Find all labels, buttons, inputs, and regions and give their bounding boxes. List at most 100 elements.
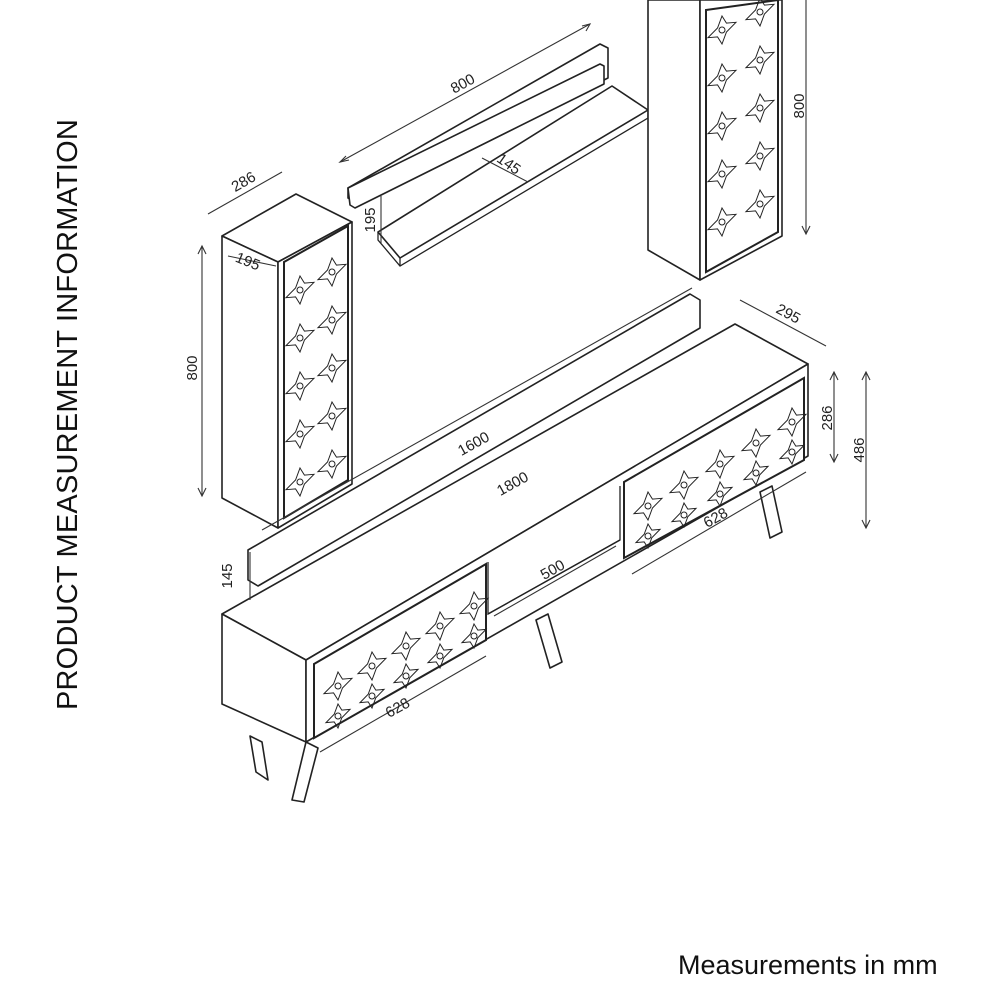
door-star-motif [460,622,488,650]
door-knob-dot [788,448,796,456]
door-star-motif [284,466,316,498]
shelf-dimensions: 800 145 195 [338,23,592,244]
dim-back-panel-height: 145 [219,563,236,588]
door-knob-dot [680,481,688,489]
door-star-motif [706,480,734,508]
door-star-motif [744,44,776,76]
door-knob-dot [644,502,652,510]
door-knob-dot [718,74,726,82]
door-star-motif [424,610,456,642]
door-star-motif [390,630,422,662]
door-knob-dot [718,26,726,34]
door-star-motif [356,650,388,682]
door-knob-dot [368,692,376,700]
dim-tv-unit-total-height: 486 [851,437,868,462]
door-star-motif [316,352,348,384]
door-star-motif [324,702,352,730]
right-wall-cabinet [647,0,783,281]
door-knob-dot [296,334,304,342]
door-star-motif [776,406,808,438]
door-knob-dot [756,56,764,64]
dim-right-cabinet-height: 800 [791,93,808,118]
door-star-motif [632,490,664,522]
door-star-motif [706,206,738,238]
door-knob-dot [756,200,764,208]
door-star-motif [706,62,738,94]
door-knob-dot [470,632,478,640]
door-knob-dot [752,439,760,447]
right-cabinet-pattern [706,0,776,238]
left-cabinet-pattern [284,256,348,498]
door-star-motif [744,140,776,172]
door-star-motif [284,322,316,354]
door-star-motif [778,438,806,466]
tv-door-right-pattern [632,406,808,550]
door-knob-dot [788,418,796,426]
wall-shelf [347,43,649,267]
door-star-motif [358,682,386,710]
door-knob-dot [328,268,336,276]
door-star-motif [706,14,738,46]
door-knob-dot [756,8,764,16]
door-knob-dot [328,364,336,372]
door-knob-dot [470,602,478,610]
door-knob-dot [334,712,342,720]
door-knob-dot [756,104,764,112]
door-knob-dot [752,469,760,477]
door-knob-dot [644,532,652,540]
door-knob-dot [680,511,688,519]
door-star-motif [706,110,738,142]
door-star-motif [742,459,770,487]
door-star-motif [744,0,776,28]
door-knob-dot [436,652,444,660]
dim-left-door-width: 628 [383,695,413,722]
door-star-motif [284,370,316,402]
door-knob-dot [328,412,336,420]
door-star-motif [316,400,348,432]
door-knob-dot [296,382,304,390]
door-knob-dot [296,286,304,294]
door-knob-dot [716,460,724,468]
door-star-motif [458,590,490,622]
door-star-motif [740,427,772,459]
dim-tv-unit-body-height: 286 [819,405,836,430]
door-star-motif [704,448,736,480]
door-star-motif [744,92,776,124]
door-star-motif [668,469,700,501]
door-knob-dot [718,122,726,130]
door-star-motif [706,158,738,190]
tv-unit [221,293,809,803]
dim-shelf-width: 800 [448,71,478,98]
dim-shelf-height: 195 [362,207,379,232]
dim-left-cabinet-depth: 286 [229,168,259,195]
door-star-motif [634,522,662,550]
door-knob-dot [718,218,726,226]
door-knob-dot [402,642,410,650]
tv-door-left-pattern [322,590,490,730]
door-knob-dot [402,672,410,680]
door-knob-dot [334,682,342,690]
door-star-motif [284,418,316,450]
door-star-motif [322,670,354,702]
door-star-motif [284,274,316,306]
door-knob-dot [328,316,336,324]
door-star-motif [744,188,776,220]
door-knob-dot [756,152,764,160]
door-knob-dot [296,478,304,486]
door-knob-dot [328,460,336,468]
door-star-motif [316,448,348,480]
door-knob-dot [368,662,376,670]
door-knob-dot [436,622,444,630]
right-cabinet-dimensions: 800 [791,0,811,236]
door-star-motif [392,662,420,690]
door-star-motif [316,304,348,336]
door-knob-dot [716,490,724,498]
door-star-motif [316,256,348,288]
units-note: Measurements in mm [678,950,938,980]
door-knob-dot [296,430,304,438]
dim-left-cabinet-height: 800 [184,355,201,380]
door-star-motif [426,642,454,670]
door-star-motif [670,501,698,529]
dim-tv-unit-depth: 295 [773,301,803,328]
